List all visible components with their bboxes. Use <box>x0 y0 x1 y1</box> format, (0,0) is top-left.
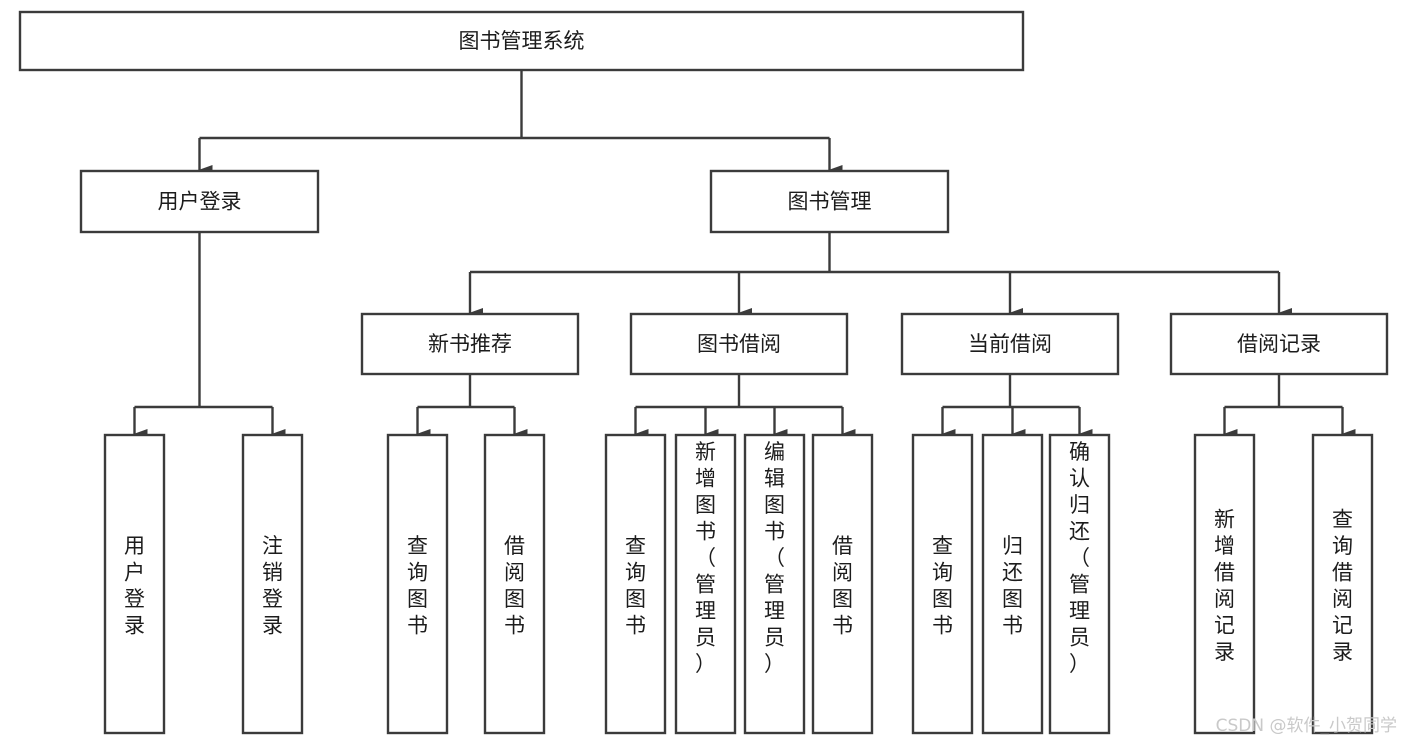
node-leaf-user-login-label: 用户登录 <box>124 534 145 638</box>
node-root-system-label: 图书管理系统 <box>459 29 585 53</box>
node-root-system[interactable]: 图书管理系统 <box>18 10 1025 72</box>
node-leaf-logout-box <box>241 433 304 735</box>
nodes-layer: 图书管理系统用户登录图书管理新书推荐图书借阅当前借阅借阅记录用户登录注销登录查询… <box>18 10 1389 735</box>
node-leaf-logout[interactable]: 注销登录 <box>241 433 304 735</box>
node-current-borrow[interactable]: 当前借阅 <box>900 312 1120 376</box>
node-leaf-query-book-1[interactable]: 查询图书 <box>386 433 449 735</box>
node-current-borrow-label: 当前借阅 <box>968 332 1052 356</box>
node-book-manage[interactable]: 图书管理 <box>709 169 950 234</box>
node-current-borrow-box <box>900 312 1120 376</box>
node-leaf-confirm-return-box <box>1048 433 1111 735</box>
node-book-manage-box <box>709 169 950 234</box>
node-leaf-query-book-3[interactable]: 查询图书 <box>911 433 974 735</box>
node-user-login[interactable]: 用户登录 <box>79 169 320 234</box>
node-book-borrow-label: 图书借阅 <box>697 332 781 356</box>
node-leaf-query-record[interactable]: 查询借阅记录 <box>1311 433 1374 735</box>
node-root-system-box <box>18 10 1025 72</box>
node-leaf-return-book[interactable]: 归还图书 <box>981 433 1044 735</box>
node-leaf-logout-label: 注销登录 <box>262 534 283 638</box>
node-leaf-borrow-book-2-label: 借阅图书 <box>832 534 853 638</box>
node-leaf-add-record-box <box>1193 433 1256 735</box>
node-leaf-confirm-return[interactable]: 确认归还（管理员） <box>1048 433 1111 735</box>
node-leaf-add-record[interactable]: 新增借阅记录 <box>1193 433 1256 735</box>
node-leaf-borrow-book-2[interactable]: 借阅图书 <box>811 433 874 735</box>
node-leaf-query-record-box <box>1311 433 1374 735</box>
node-leaf-query-book-1-label: 查询图书 <box>407 534 428 638</box>
node-leaf-query-book-2[interactable]: 查询图书 <box>604 433 667 735</box>
node-leaf-return-book-box <box>981 433 1044 735</box>
node-borrow-record-box <box>1169 312 1389 376</box>
node-leaf-query-book-1-box <box>386 433 449 735</box>
node-borrow-record[interactable]: 借阅记录 <box>1169 312 1389 376</box>
node-leaf-confirm-return-label: 确认归还（管理员） <box>1069 440 1090 676</box>
node-new-book-rec-label: 新书推荐 <box>428 332 512 356</box>
node-leaf-query-book-3-label: 查询图书 <box>932 534 953 638</box>
node-leaf-user-login-box <box>103 433 166 735</box>
node-leaf-add-book-box <box>674 433 737 735</box>
node-user-login-box <box>79 169 320 234</box>
node-leaf-add-book-label: 新增图书（管理员） <box>695 440 716 676</box>
node-user-login-label: 用户登录 <box>158 190 242 214</box>
connectors-layer <box>133 70 1356 439</box>
node-new-book-rec[interactable]: 新书推荐 <box>360 312 580 376</box>
node-book-manage-label: 图书管理 <box>788 190 872 214</box>
node-leaf-edit-book[interactable]: 编辑图书（管理员） <box>743 433 806 735</box>
node-leaf-edit-book-label: 编辑图书（管理员） <box>764 440 785 676</box>
watermark-label: CSDN @软件_小贺同学 <box>1216 716 1397 736</box>
node-leaf-add-book[interactable]: 新增图书（管理员） <box>674 433 737 735</box>
node-leaf-query-book-3-box <box>911 433 974 735</box>
node-leaf-user-login[interactable]: 用户登录 <box>103 433 166 735</box>
node-leaf-borrow-book-2-box <box>811 433 874 735</box>
node-leaf-query-book-2-label: 查询图书 <box>625 534 646 638</box>
node-leaf-edit-book-box <box>743 433 806 735</box>
node-leaf-borrow-book-1-label: 借阅图书 <box>504 534 525 638</box>
node-new-book-rec-box <box>360 312 580 376</box>
node-leaf-add-record-label: 新增借阅记录 <box>1214 508 1235 665</box>
node-borrow-record-label: 借阅记录 <box>1237 332 1321 356</box>
node-leaf-query-record-label: 查询借阅记录 <box>1332 508 1353 665</box>
node-leaf-query-book-2-box <box>604 433 667 735</box>
node-leaf-borrow-book-1-box <box>483 433 546 735</box>
node-leaf-return-book-label: 归还图书 <box>1002 534 1023 638</box>
node-leaf-borrow-book-1[interactable]: 借阅图书 <box>483 433 546 735</box>
node-book-borrow[interactable]: 图书借阅 <box>629 312 849 376</box>
node-book-borrow-box <box>629 312 849 376</box>
